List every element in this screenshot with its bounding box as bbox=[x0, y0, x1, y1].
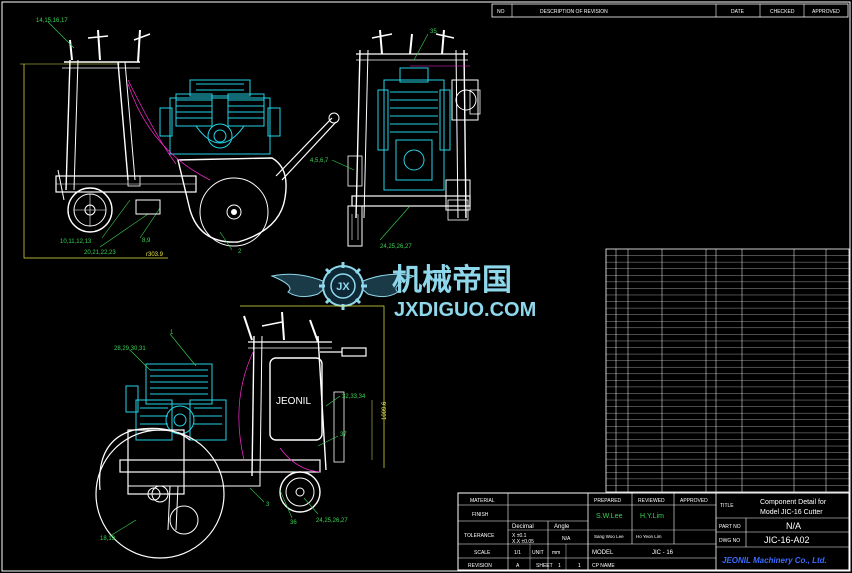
scale-label: SCALE bbox=[474, 550, 491, 556]
revision-label: REVISION bbox=[468, 563, 492, 569]
watermark: JX 机械帝国 JXDIGUO.COM bbox=[270, 262, 536, 321]
balloon-20-23: 20,21,22,23 bbox=[84, 250, 116, 256]
approved-label: APPROVED bbox=[680, 498, 708, 504]
balloon-18-19: 18,19 bbox=[100, 536, 116, 542]
reviewed-title: Ho Yeon Lim bbox=[636, 534, 662, 539]
scale-value: 1/1 bbox=[514, 550, 521, 556]
balloon-35: 35 bbox=[430, 29, 437, 35]
balloon-2: 2 bbox=[238, 249, 242, 255]
dwg-no-value: JIC-16-A02 bbox=[764, 535, 810, 545]
title-line-1: Component Detail for bbox=[760, 499, 827, 506]
company-name: JEONIL Machinery Co., Ltd. bbox=[722, 556, 827, 565]
balloon-4-7: 4,5,6,7 bbox=[310, 158, 329, 164]
tol-val-1: X ±0.1 bbox=[512, 533, 527, 539]
material-label: MATERIAL bbox=[470, 498, 495, 504]
balloon-32-34: 32,33,34 bbox=[342, 394, 366, 400]
model-label: MODEL bbox=[592, 550, 614, 556]
tol-angle-val: N/A bbox=[562, 536, 571, 542]
parts-list-table bbox=[605, 248, 850, 493]
balloon-10-13: 10,11,12,13 bbox=[60, 239, 92, 245]
prepared-label: PREPARED bbox=[594, 498, 622, 504]
title-line-2: Model JIC-16 Cutter bbox=[760, 509, 823, 516]
balloon-24-27-bottom: 24,25,26,27 bbox=[316, 518, 348, 524]
unit-value: mm bbox=[552, 550, 560, 556]
side-view-bottom: JEONIL bbox=[95, 305, 388, 559]
balloon-1: 1 bbox=[170, 330, 174, 336]
sheet-label: SHEET bbox=[536, 563, 553, 569]
balloon-8-9: 8,9 bbox=[142, 238, 151, 244]
rev-checked-header: CHECKED bbox=[770, 9, 795, 15]
reviewed-label: REVIEWED bbox=[638, 498, 665, 504]
balloon-24-27-top: 24,25,26,27 bbox=[380, 244, 412, 250]
rev-approved-header: APPROVED bbox=[812, 9, 840, 15]
balloon-28-31: 28,29,30,31 bbox=[114, 346, 146, 352]
engine-brand-label: JEONIL bbox=[276, 396, 311, 407]
unit-label: UNIT bbox=[532, 550, 544, 556]
balloon-36: 36 bbox=[290, 520, 297, 526]
balloon-37: 37 bbox=[340, 432, 347, 438]
dwg-no-label: DWG NO bbox=[719, 538, 740, 544]
part-no-label: PART NO bbox=[719, 524, 741, 530]
rev-no-header: NO bbox=[497, 9, 505, 15]
finish-label: FINISH bbox=[472, 512, 489, 518]
prepared-name: S.W.Lee bbox=[596, 513, 623, 520]
revision-value: A bbox=[516, 563, 520, 569]
prepared-title: Sang Woo Lee bbox=[594, 534, 624, 539]
dimension-r303: r303.9 bbox=[146, 252, 164, 258]
part-no-value: N/A bbox=[786, 521, 801, 531]
watermark-logo-text: JX bbox=[336, 281, 350, 293]
dimension-1009: 1009.6 bbox=[382, 401, 388, 420]
model-value: JIC - 16 bbox=[652, 550, 674, 556]
reviewed-name: H.Y.Lim bbox=[640, 513, 664, 520]
tolerance-label: TOLERANCE bbox=[464, 533, 495, 539]
of-value: 1 bbox=[578, 563, 581, 569]
cp-name-label: CP NAME bbox=[592, 563, 615, 569]
side-view-left: 14,15,16,17 10,11,12,13 20,21,22,23 8,9 … bbox=[20, 18, 340, 259]
revision-header: NO DESCRIPTION OF REVISION DATE CHECKED … bbox=[491, 3, 849, 18]
watermark-en: JXDIGUO.COM bbox=[394, 299, 536, 321]
balloon-3: 3 bbox=[266, 502, 270, 508]
sheet-value: 1 bbox=[558, 563, 561, 569]
balloon-14-17: 14,15,16,17 bbox=[36, 18, 68, 24]
tol-angle: Angle bbox=[554, 524, 570, 530]
rev-desc-header: DESCRIPTION OF REVISION bbox=[540, 9, 608, 15]
title-block: MATERIAL FINISH TOLERANCE Decimal Angle … bbox=[457, 492, 850, 571]
front-view: 35 4,5,6,7 24,25,26,27 bbox=[310, 29, 481, 250]
tol-decimal: Decimal bbox=[512, 524, 534, 530]
watermark-cn: 机械帝国 bbox=[392, 263, 512, 298]
tol-val-2: X.X ±0.05 bbox=[512, 539, 534, 545]
title-label: TITLE bbox=[720, 503, 734, 509]
rev-date-header: DATE bbox=[731, 9, 745, 15]
